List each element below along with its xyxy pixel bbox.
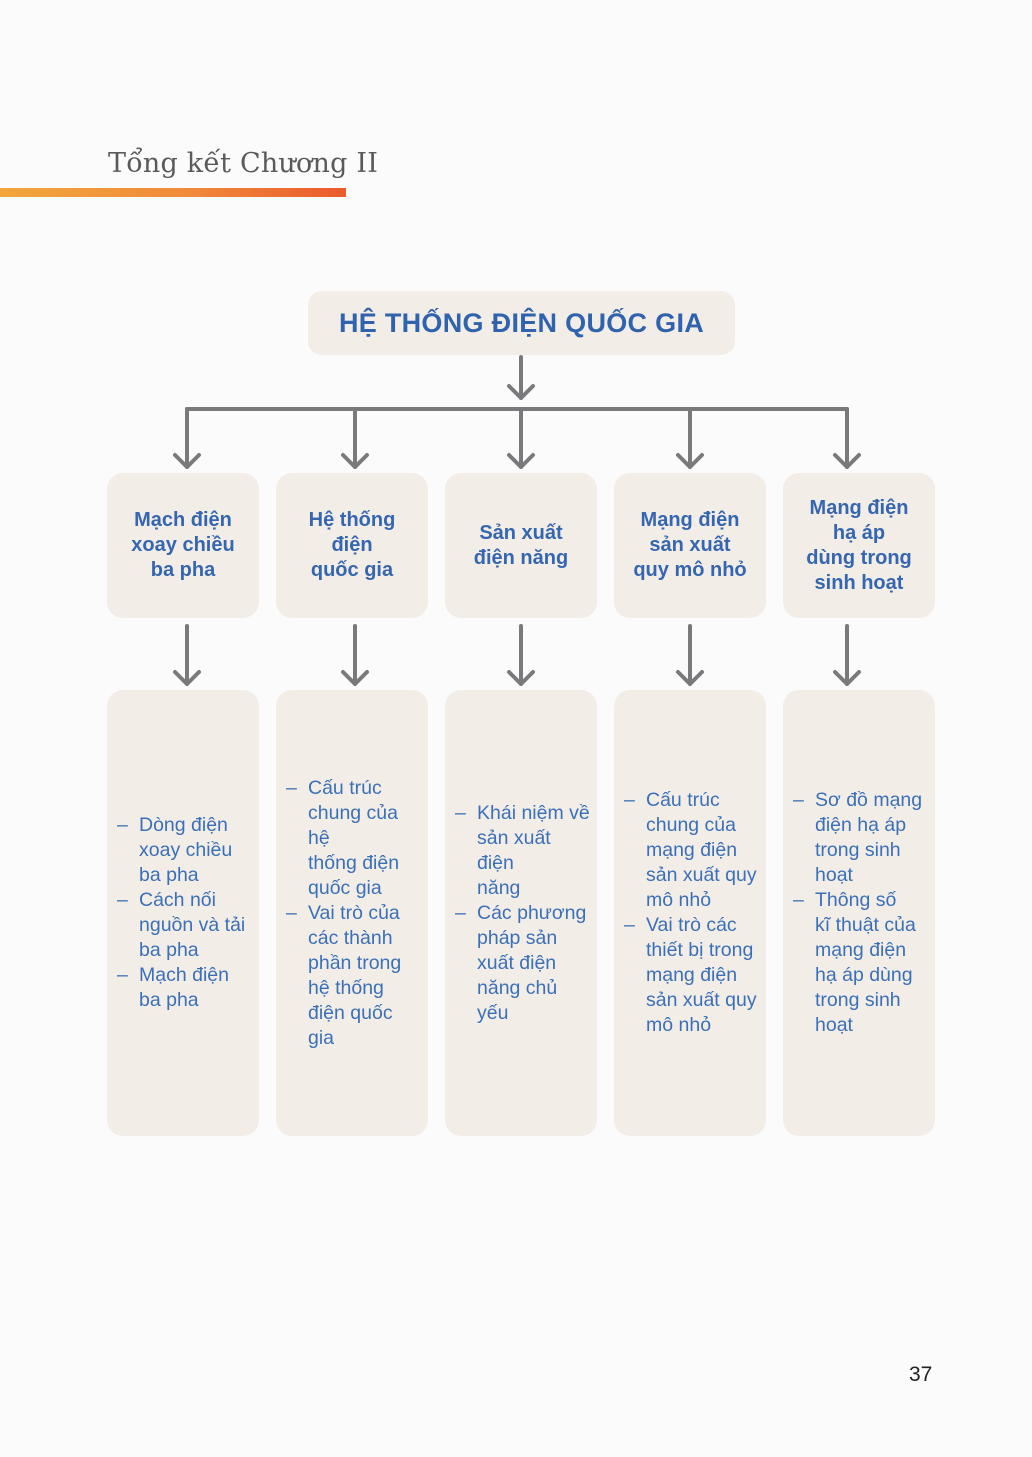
chapter-title: Tổng kết Chương II — [108, 148, 379, 179]
detail-list: Cấu trúc chung của hệ thống điện quốc gi… — [282, 776, 422, 1051]
root-node: HỆ THỐNG ĐIỆN QUỐC GIA — [308, 291, 735, 355]
detail-item: Các phương pháp sản xuất điện năng chủ y… — [451, 901, 591, 1026]
branch-heading-2: Hệ thống điện quốc gia — [276, 473, 428, 618]
title-accent-bar — [0, 188, 346, 197]
root-arrow-head — [507, 384, 535, 400]
detail-arrow-5-head — [833, 670, 861, 686]
detail-arrow-4-head — [676, 670, 704, 686]
branch-heading-5: Mạng điện hạ áp dùng trong sinh hoạt — [783, 473, 935, 618]
branch-details-2: Cấu trúc chung của hệ thống điện quốc gi… — [276, 690, 428, 1136]
detail-item: Cách nối nguồn và tải ba pha — [113, 888, 253, 963]
detail-item: Khái niệm về sản xuất điện năng — [451, 801, 591, 901]
detail-list: Dòng điện xoay chiều ba phaCách nối nguồ… — [113, 813, 253, 1013]
bus-arrow-3-head — [507, 453, 535, 469]
detail-item: Vai trò các thiết bị trong mạng điện sản… — [620, 913, 760, 1038]
detail-list: Khái niệm về sản xuất điện năngCác phươn… — [451, 801, 591, 1026]
branch-heading-1: Mạch điện xoay chiều ba pha — [107, 473, 259, 618]
detail-item: Sơ đồ mạng điện hạ áp trong sinh hoạt — [789, 788, 929, 888]
branch-details-3: Khái niệm về sản xuất điện năngCác phươn… — [445, 690, 597, 1136]
bus-arrow-4-head — [676, 453, 704, 469]
bus-arrow-1-head — [173, 453, 201, 469]
detail-arrow-1-head — [173, 670, 201, 686]
detail-list: Sơ đồ mạng điện hạ áp trong sinh hoạtThô… — [789, 788, 929, 1038]
detail-item: Cấu trúc chung của mạng điện sản xuất qu… — [620, 788, 760, 913]
detail-item: Mạch điện ba pha — [113, 963, 253, 1013]
detail-arrow-3-head — [507, 670, 535, 686]
branch-heading-4: Mạng điện sản xuất quy mô nhỏ — [614, 473, 766, 618]
detail-item: Thông số kĩ thuật của mạng điện hạ áp dù… — [789, 888, 929, 1038]
detail-item: Cấu trúc chung của hệ thống điện quốc gi… — [282, 776, 422, 901]
branch-heading-3: Sản xuất điện năng — [445, 473, 597, 618]
detail-item: Dòng điện xoay chiều ba pha — [113, 813, 253, 888]
bus-arrow-2-head — [341, 453, 369, 469]
branch-details-5: Sơ đồ mạng điện hạ áp trong sinh hoạtThô… — [783, 690, 935, 1136]
detail-item: Vai trò của các thành phần trong hệ thốn… — [282, 901, 422, 1051]
branch-details-4: Cấu trúc chung của mạng điện sản xuất qu… — [614, 690, 766, 1136]
page-number: 37 — [909, 1363, 933, 1386]
branch-details-1: Dòng điện xoay chiều ba phaCách nối nguồ… — [107, 690, 259, 1136]
bus-arrow-5-head — [833, 453, 861, 469]
detail-arrow-2-head — [341, 670, 369, 686]
detail-list: Cấu trúc chung của mạng điện sản xuất qu… — [620, 788, 760, 1038]
